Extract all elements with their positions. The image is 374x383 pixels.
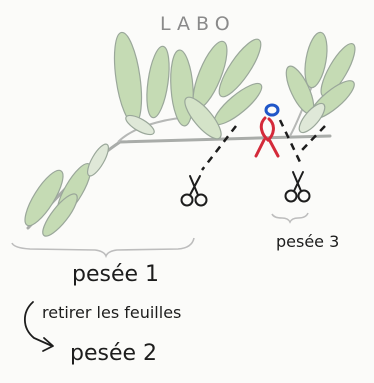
brace-pesee-3 xyxy=(271,212,309,224)
leaf xyxy=(42,193,78,237)
cut-lines xyxy=(201,119,326,171)
leaf xyxy=(218,38,262,98)
cut-line-right-b xyxy=(301,125,326,151)
title: LABO xyxy=(160,13,236,35)
leaf xyxy=(304,31,328,89)
label-pesee-3: pesée 3 xyxy=(276,232,339,251)
leaf xyxy=(24,169,64,227)
lower-left-leaves xyxy=(24,143,109,237)
curved-arrow xyxy=(23,301,53,347)
right-leaves xyxy=(285,31,356,134)
leaf xyxy=(146,45,170,119)
upper-left-leaves xyxy=(113,31,263,140)
cut-line-left xyxy=(201,125,237,171)
leaf xyxy=(184,96,222,140)
arrow-head-icon xyxy=(42,337,54,352)
plant-drawing xyxy=(24,31,356,237)
blue-clip-icon xyxy=(264,103,280,117)
cut-line-right-a xyxy=(278,119,302,163)
scissors-icon xyxy=(284,171,311,203)
label-pesee-1: pesée 1 xyxy=(72,262,159,287)
leaf xyxy=(113,31,143,125)
leaf xyxy=(298,102,326,134)
red-ribbon-icon xyxy=(254,116,280,158)
leaf xyxy=(125,114,155,136)
scissors-icon xyxy=(180,175,208,207)
leaf xyxy=(87,143,109,177)
label-pesee-2: pesée 2 xyxy=(70,341,157,366)
label-retirer: retirer les feuilles xyxy=(42,303,181,322)
brace-pesee-1 xyxy=(11,237,195,259)
